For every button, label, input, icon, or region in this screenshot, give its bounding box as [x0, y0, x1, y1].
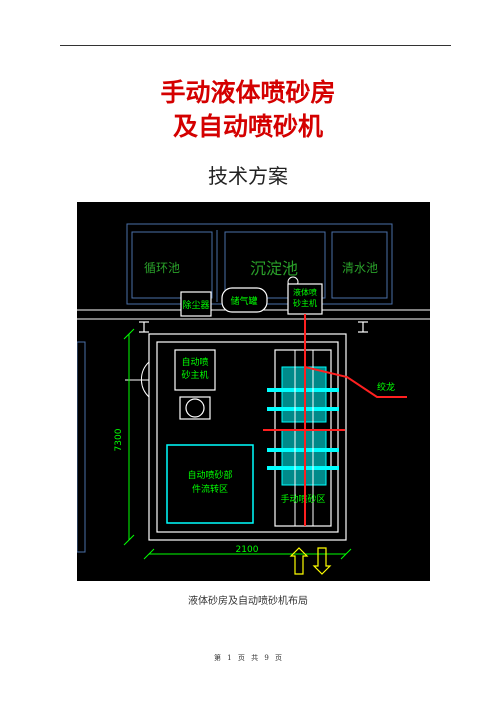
- auto-zone-box: [166, 444, 254, 524]
- document-title-line1: 手动液体喷砂房: [160, 78, 336, 107]
- layout-drawing: 循环池 沉淀池 清水池 除尘器 储气罐 液体喷砂主机 7300 21: [77, 202, 430, 581]
- document-title-line2: 及自动喷砂机: [172, 112, 323, 141]
- vertical-dimension: [123, 328, 135, 546]
- dim-horizontal-label: 2100: [236, 545, 259, 555]
- figure-caption: 液体砂房及自动喷砂机布局: [188, 596, 308, 607]
- left-wall-outline: [77, 341, 86, 553]
- manual-zone-box: [274, 349, 332, 527]
- footer-page-unit: 页: [237, 654, 245, 662]
- footer-total-unit: 页: [275, 654, 283, 662]
- footer-page-number: 1: [227, 654, 232, 662]
- manual-zone-label: 手动喷砂区: [280, 493, 325, 505]
- page-footer: 第 1 页 共 9 页: [0, 653, 496, 663]
- tank-right-label: 清水池: [342, 261, 378, 275]
- air-tank-shape: [221, 287, 268, 313]
- footer-total: 9: [264, 654, 269, 662]
- dust-collector-label: 除尘器: [182, 299, 209, 311]
- red-pipes: [263, 314, 407, 526]
- tank-left-label: 循环池: [144, 261, 180, 275]
- auger-label: 绞龙: [377, 381, 395, 393]
- tank-mid-label: 沉淀池: [250, 259, 298, 278]
- beam-markers: [139, 321, 368, 333]
- manual-host-label: 液体喷砂主机: [293, 287, 317, 308]
- dust-collector-box: [180, 291, 212, 317]
- footer-prefix: 第: [213, 654, 221, 662]
- header-rule: [60, 45, 451, 46]
- auto-host-label: 自动喷砂主机: [181, 356, 208, 381]
- manual-host-box: [287, 283, 323, 315]
- room-walls: [148, 333, 347, 541]
- footer-total-prefix: 共: [251, 654, 259, 662]
- auto-host-motor: [179, 396, 211, 420]
- air-tank-label: 储气罐: [230, 295, 257, 307]
- entry-arrows: [289, 547, 332, 575]
- dim-vertical-label: 7300: [114, 428, 124, 451]
- horizontal-dimension: [143, 548, 352, 560]
- document-subtitle: 技术方案: [208, 164, 288, 188]
- auto-host-box: [174, 349, 216, 391]
- auto-zone-label: 自动喷砂部件流转区: [187, 469, 232, 495]
